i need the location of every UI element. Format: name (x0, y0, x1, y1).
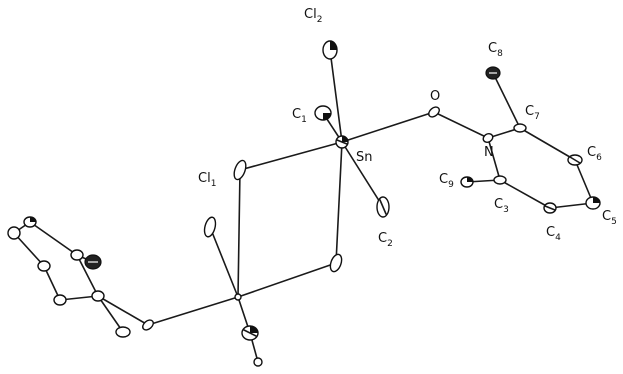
label-o: O (430, 89, 440, 104)
cl1b-atom (329, 253, 343, 273)
label-c8: C8 (488, 41, 503, 59)
ring-atom-a (70, 249, 84, 261)
c5-atom (585, 196, 601, 210)
cl2b-tail-atom (253, 357, 263, 367)
n-atom (482, 133, 494, 143)
label-c4: C4 (546, 225, 561, 243)
bond-nb-ring1 (76, 254, 99, 297)
bond-c6-c5 (574, 159, 594, 204)
cl2-atom (322, 40, 338, 60)
bond-c7-c6 (519, 127, 576, 161)
bond-sn-cl1b (335, 141, 343, 264)
c2-atom (376, 196, 390, 218)
label-c7: C7 (525, 104, 540, 122)
c3-atom (493, 175, 507, 185)
ring-atom-g (115, 326, 131, 338)
label-c5: C5 (602, 209, 617, 227)
bond-sn2-ob (147, 296, 239, 326)
c1-atom (314, 105, 332, 121)
c7-atom (513, 123, 527, 133)
cl2b-atom (241, 325, 259, 341)
bond-sn-cl1 (239, 141, 343, 171)
label-c9: C9 (439, 172, 454, 190)
bond-ob-nb (97, 295, 149, 326)
bond-ring-c (13, 232, 45, 267)
c4-atom (543, 202, 557, 214)
bond-c7-c8 (492, 72, 521, 129)
bond-c3-n (487, 137, 501, 181)
bond-sn-c2 (341, 141, 384, 208)
ring-atom-e (53, 294, 67, 306)
label-c6: C6 (587, 145, 602, 163)
ring-atom-b (23, 216, 37, 228)
atoms (7, 40, 601, 367)
c9-atom (460, 176, 474, 188)
ring-atom-d (37, 260, 51, 272)
bond-ring-a (29, 221, 78, 256)
bond-cl1-sn2 (237, 169, 241, 298)
sn2-atom (234, 293, 242, 301)
bond-nb-cb (97, 295, 124, 333)
label-n: N (484, 145, 494, 160)
c6-atom (567, 154, 583, 166)
bond-sn-cl2 (329, 49, 343, 143)
bond-ring-d (43, 265, 61, 301)
ob-atom (142, 319, 154, 331)
bond-c4-c3 (499, 179, 551, 209)
labels: Cl2 C1 Sn Cl1 C2 O N C8 C7 C6 C5 C4 C3 C… (198, 7, 617, 249)
bond-sn2-c1b (209, 226, 239, 298)
bond-sn-o (341, 111, 435, 143)
nb-atom (91, 290, 105, 302)
sn-atom (335, 135, 349, 149)
c8-atom (485, 66, 501, 80)
o-atom (428, 106, 440, 118)
label-cl1: Cl1 (198, 171, 216, 189)
label-c3: C3 (494, 197, 509, 215)
bond-o-n (433, 111, 489, 139)
c1b-atom (203, 216, 217, 238)
ring-atom-c (7, 226, 21, 240)
bond-cl1b-sn2 (237, 262, 337, 298)
label-cl2: Cl2 (304, 7, 322, 25)
label-c1: C1 (292, 107, 307, 125)
label-sn: Sn (356, 150, 373, 165)
ring-atom-f (84, 254, 102, 270)
label-c2: C2 (378, 231, 393, 249)
cl1-atom (233, 159, 247, 181)
